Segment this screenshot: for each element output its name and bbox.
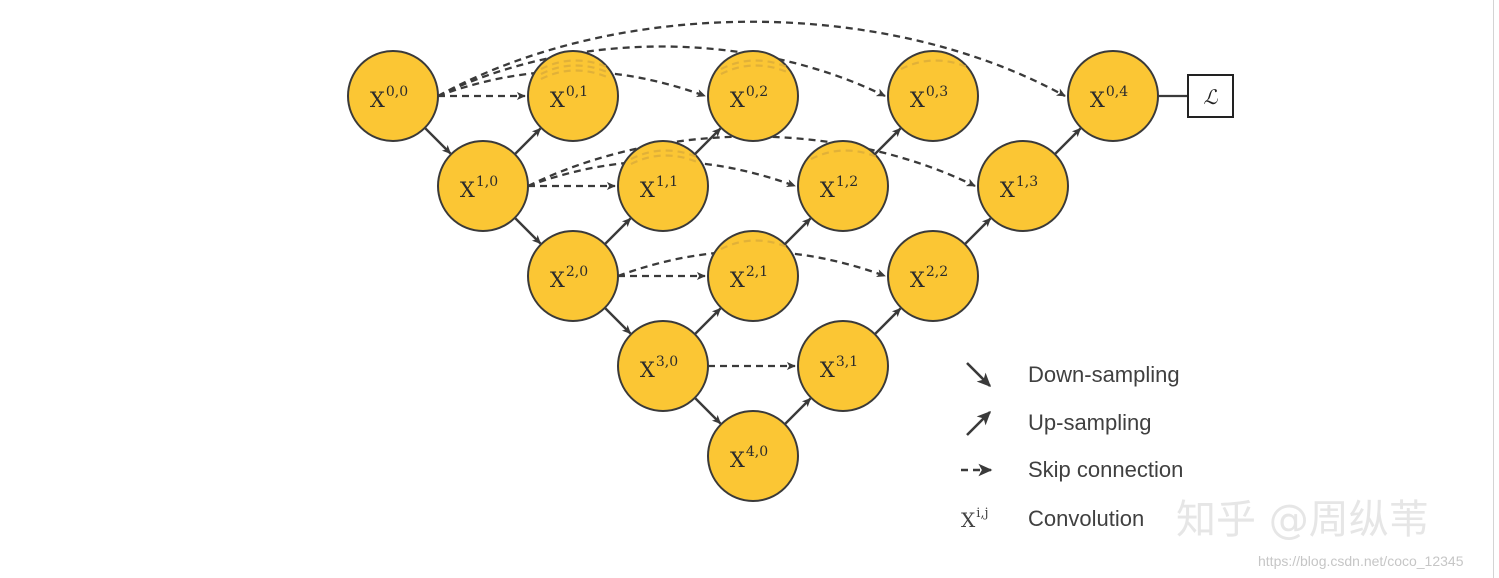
legend-down-sampling-label: Down-sampling xyxy=(1028,362,1180,387)
up-sampling-edge xyxy=(692,127,722,157)
node-circle xyxy=(977,140,1069,232)
up-sampling-edge xyxy=(782,217,812,247)
right-edge-border xyxy=(1493,0,1494,578)
overlap-trace xyxy=(630,149,698,160)
up-sampling-edge xyxy=(512,127,542,157)
overlap-trace xyxy=(540,59,608,70)
node-x13: X1,3 xyxy=(977,140,1069,232)
overlap-trace xyxy=(810,149,878,160)
node-label: X2,0 xyxy=(550,264,588,292)
node-x40: X4,0 xyxy=(707,410,799,502)
node-circle xyxy=(1067,50,1159,142)
sampling-edges xyxy=(422,94,1188,427)
skip-connection-edge xyxy=(437,45,886,98)
node-label: X4,0 xyxy=(730,444,768,472)
node-circle xyxy=(617,320,709,412)
node-x04: X0,4 xyxy=(1067,50,1159,142)
down-sampling-edge xyxy=(512,215,542,245)
overlap-trace xyxy=(540,69,608,80)
down-sampling-arrow-icon xyxy=(966,362,991,387)
watermark: 知乎 @周纵苇 https://blog.csdn.net/coco_12345 xyxy=(1176,497,1464,569)
up-sampling-edge xyxy=(872,307,902,337)
node-circle xyxy=(797,320,889,412)
up-sampling-edge xyxy=(692,307,722,337)
node-x12: X1,2 xyxy=(797,140,889,232)
node-circle xyxy=(707,230,799,322)
csdn-url-watermark: https://blog.csdn.net/coco_12345 xyxy=(1258,553,1464,569)
node-x20: X2,0 xyxy=(527,230,619,322)
overlap-trace xyxy=(720,59,788,70)
skip-connection-edge xyxy=(437,20,1066,98)
node-label: X1,3 xyxy=(1000,174,1038,202)
node-x22: X2,2 xyxy=(887,230,979,322)
loss-symbol: ℒ xyxy=(1203,85,1218,109)
overlap-trace xyxy=(720,64,788,75)
legend-skip-connection-label: Skip connection xyxy=(1028,457,1183,482)
node-label: X0,1 xyxy=(550,84,588,112)
loss-box xyxy=(1187,74,1234,118)
node-label: X1,0 xyxy=(460,174,498,202)
node-label: X2,2 xyxy=(910,264,948,292)
node-label: X3,0 xyxy=(640,354,678,382)
node-circle xyxy=(617,140,709,232)
convolution-nodes: X0,0X1,0X2,0X3,0X4,0 X0,1X1,1X2,1X3,1 X0,2… xyxy=(347,50,1159,502)
legend-convolution-label: Convolution xyxy=(1028,506,1144,531)
node-label: X0,4 xyxy=(1090,84,1128,112)
node-circle xyxy=(347,50,439,142)
overlap-trace xyxy=(720,239,788,250)
node-x03: X0,3 xyxy=(887,50,979,142)
node-circle xyxy=(887,50,979,142)
skip-connection-edge xyxy=(527,135,976,188)
down-sampling-edge xyxy=(602,305,632,335)
down-sampling-edge xyxy=(692,395,722,425)
node-x00: X0,0 xyxy=(347,50,439,142)
legend: Down-sampling Up-sampling Skip connectio… xyxy=(961,362,1183,532)
legend-up-sampling-label: Up-sampling xyxy=(1028,410,1152,435)
convolution-symbol: Xi,j xyxy=(961,506,989,532)
node-x30: X3,0 xyxy=(617,320,709,412)
down-sampling-edge xyxy=(422,125,452,155)
up-sampling-edge xyxy=(782,397,812,427)
node-label: X2,1 xyxy=(730,264,768,292)
node-label: X1,1 xyxy=(640,174,678,202)
node-circle xyxy=(707,410,799,502)
overlap-trace xyxy=(630,154,698,165)
node-label: X0,2 xyxy=(730,84,768,112)
overlap-traces xyxy=(540,59,968,250)
node-x31: X3,1 xyxy=(797,320,889,412)
zhihu-watermark: 知乎 @周纵苇 xyxy=(1176,497,1429,543)
up-sampling-edge xyxy=(1052,127,1082,157)
node-circle xyxy=(797,140,889,232)
node-label: X1,2 xyxy=(820,174,858,202)
up-sampling-arrow-icon xyxy=(966,411,991,436)
node-x01: X0,1 xyxy=(527,50,619,142)
up-sampling-edge xyxy=(872,127,902,157)
node-label: X0,0 xyxy=(370,84,408,112)
overlap-trace xyxy=(900,59,968,70)
node-circle xyxy=(527,50,619,142)
node-x10: X1,0 xyxy=(437,140,529,232)
node-x11: X1,1 xyxy=(617,140,709,232)
overlap-trace xyxy=(540,64,608,75)
up-sampling-edge xyxy=(602,217,632,247)
up-sampling-edge xyxy=(962,217,992,247)
node-x21: X2,1 xyxy=(707,230,799,322)
node-label: X3,1 xyxy=(820,354,858,382)
node-circle xyxy=(707,50,799,142)
loss-output: ℒ xyxy=(1187,74,1234,118)
node-circle xyxy=(887,230,979,322)
node-circle xyxy=(527,230,619,322)
node-label: X0,3 xyxy=(910,84,948,112)
node-x02: X0,2 xyxy=(707,50,799,142)
node-circle xyxy=(437,140,529,232)
